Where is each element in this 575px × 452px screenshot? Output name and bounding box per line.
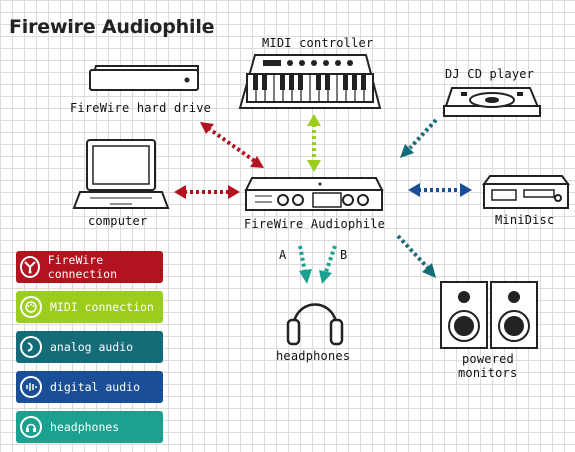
legend-analog: analog audio — [16, 331, 163, 363]
diagram-title: Firewire Audiophile — [9, 16, 215, 38]
firewire-connection-computer — [174, 185, 240, 199]
headphones-connection-b — [319, 245, 337, 284]
speakers-icon — [440, 281, 538, 349]
firewire-icon — [20, 256, 40, 278]
legend-label: digital audio — [50, 380, 141, 394]
firewire-connection-harddrive — [200, 122, 264, 168]
hard-drive-icon — [88, 65, 199, 91]
monitors-label-line1: powered — [462, 352, 514, 366]
midi-connection — [307, 114, 321, 172]
headphones-connection-a — [298, 245, 312, 284]
digital-connection-minidisc — [408, 183, 472, 197]
legend-headphones: headphones — [16, 411, 163, 443]
audiophile-interface-icon — [244, 177, 384, 211]
headphones-icon — [20, 416, 42, 438]
laptop-icon — [72, 139, 170, 209]
legend-label: headphones — [50, 420, 120, 434]
analog-audio-icon — [20, 336, 42, 358]
cd-player-icon — [442, 87, 542, 117]
analog-connection-cd-player — [400, 118, 438, 158]
midi-controller-label: MIDI controller — [262, 36, 374, 50]
legend-label: MIDI connection — [50, 300, 154, 314]
hard-drive-label: FireWire hard drive — [70, 101, 212, 115]
minidisc-label: MiniDisc — [495, 213, 555, 227]
legend-digital: digital audio — [16, 371, 163, 403]
legend-label: analog audio — [50, 340, 134, 354]
minidisc-icon — [482, 175, 570, 209]
legend-firewire: FireWire connection — [16, 251, 163, 283]
computer-label: computer — [88, 214, 148, 228]
port-a-label: A — [279, 248, 287, 262]
legend-label: FireWire connection — [47, 253, 118, 281]
digital-audio-icon — [20, 376, 42, 398]
midi-controller-icon — [238, 54, 382, 109]
monitors-label-line2: monitors — [458, 366, 518, 380]
midi-icon — [20, 296, 42, 318]
headphones-device-icon — [286, 303, 344, 346]
port-b-label: B — [340, 248, 348, 262]
audiophile-label: FireWire Audiophile — [244, 217, 386, 231]
legend-midi: MIDI connection — [16, 291, 163, 323]
cd-player-label: DJ CD player — [445, 67, 535, 81]
analog-connection-monitors — [396, 234, 436, 278]
headphones-label: headphones — [276, 349, 351, 363]
